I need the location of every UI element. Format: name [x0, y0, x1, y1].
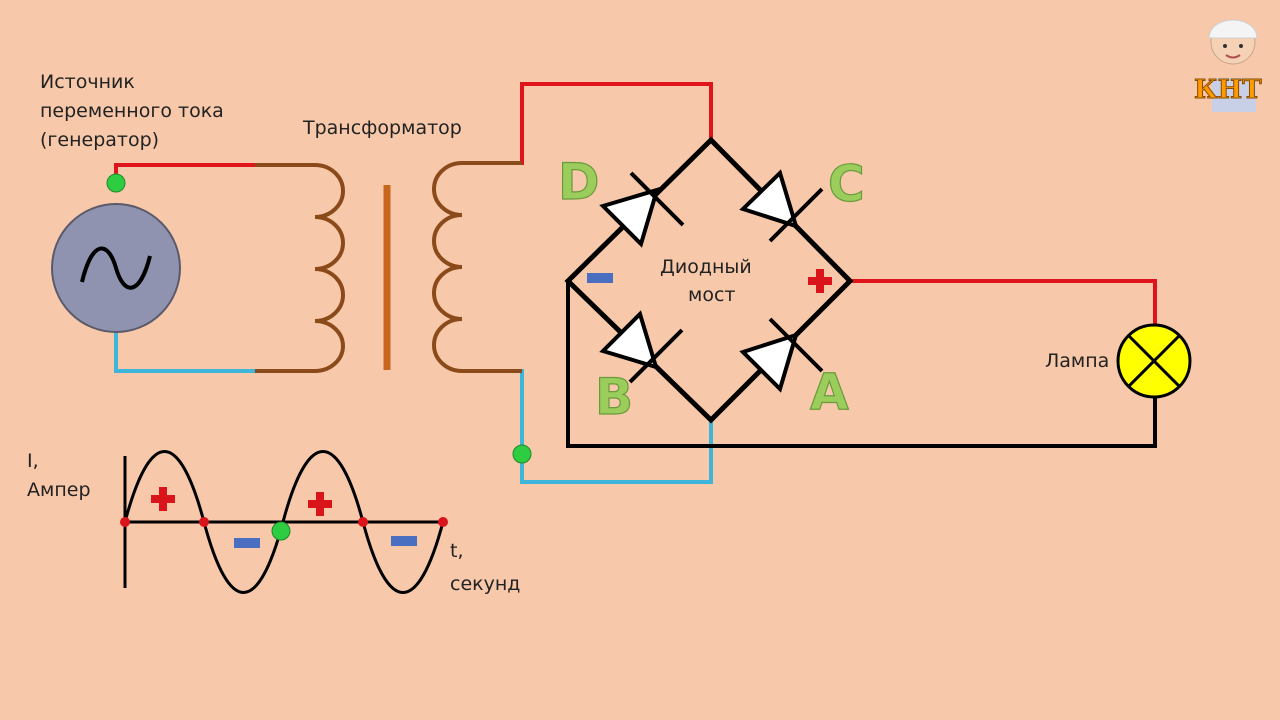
generator-label-line3: (генератор)	[40, 129, 159, 151]
generator-label-line1: Источник	[40, 71, 135, 93]
diode-a-label: A	[810, 363, 849, 421]
bridge-label-line2: мост	[688, 284, 735, 306]
generator-label-line2: переменного тока	[40, 100, 224, 122]
graph-plus-icon-1	[151, 487, 175, 511]
ac-sine-icon	[80, 246, 152, 290]
zero-crossings	[120, 517, 448, 527]
logo-text: КНТ	[1194, 75, 1262, 105]
graph-minus-icon-1	[234, 538, 260, 548]
transformer-label: Трансформатор	[302, 117, 462, 139]
graph-y-label-line2: Ампер	[27, 479, 91, 501]
wire-secondary-bottom	[520, 369, 713, 484]
node-graph-marker	[271, 521, 291, 541]
wire-negative-return	[566, 279, 1157, 448]
graph-x-label-line2: секунд	[450, 573, 520, 595]
bridge-label-line1: Диодный	[660, 256, 752, 278]
generator	[51, 203, 181, 333]
diode-c	[739, 169, 824, 243]
node-generator	[106, 173, 126, 193]
diode-bridge	[564, 136, 854, 424]
diode-b-label: B	[595, 368, 633, 426]
diode-a	[739, 317, 824, 393]
diode-b	[599, 310, 684, 384]
knt-logo: КНТ	[1194, 19, 1263, 112]
minus-icon	[587, 273, 613, 283]
diodes	[599, 169, 824, 393]
lamp-cross-icon-stroke	[1127, 334, 1181, 388]
graph-plus-icon-2	[308, 492, 332, 516]
graph-y-label-line1: I,	[27, 450, 39, 472]
diode-d	[599, 171, 685, 248]
wire-secondary-top	[520, 82, 713, 165]
graph-x-label-line1: t,	[450, 540, 464, 562]
plus-icon	[808, 269, 832, 293]
transformer	[255, 161, 522, 373]
wire-generator-bottom	[114, 328, 257, 373]
primary-coil	[255, 163, 345, 373]
wire-positive-output	[848, 279, 1157, 327]
bridge-frame	[564, 136, 854, 424]
node-secondary	[512, 444, 532, 464]
graph-minus-icon-2	[391, 536, 417, 546]
current-graph	[120, 450, 448, 594]
diode-c-label: C	[828, 155, 865, 213]
secondary-coil	[432, 161, 522, 373]
lamp	[1116, 323, 1192, 399]
lamp-label: Лампа	[1045, 350, 1109, 372]
diode-d-label: D	[558, 153, 600, 211]
